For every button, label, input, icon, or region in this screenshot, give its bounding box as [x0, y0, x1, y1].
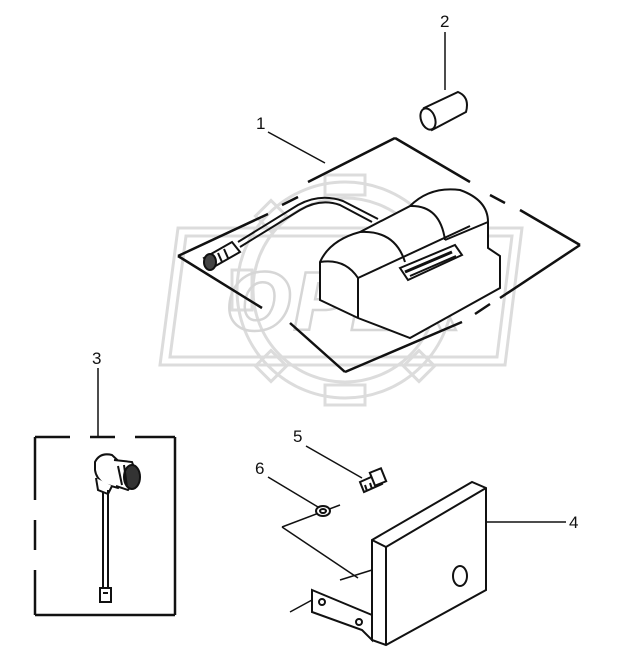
callout-5: 5 — [293, 427, 302, 446]
callout-6: 6 — [255, 459, 264, 478]
part-3-sensor — [33, 435, 177, 617]
leader-1 — [267, 131, 326, 164]
part-1-body — [319, 188, 501, 340]
callout-1: 1 — [256, 114, 265, 133]
part-4-hole — [452, 565, 468, 587]
part-1-outline — [177, 136, 581, 374]
part-1-assembly — [177, 136, 581, 374]
callout-4: 4 — [569, 513, 578, 532]
callout-2: 2 — [440, 12, 449, 31]
part-6-washer — [315, 505, 331, 517]
leader-lines — [97, 32, 566, 523]
part-1-cable — [239, 201, 373, 248]
leader-6 — [267, 476, 319, 508]
part-4-bracket — [281, 480, 487, 647]
part-3-box — [33, 435, 177, 617]
part-3-plug — [99, 587, 112, 603]
part-5-bolt — [358, 466, 388, 494]
callout-3: 3 — [92, 349, 101, 368]
part-2-pin — [419, 90, 468, 132]
part-3-elbow — [94, 453, 141, 496]
part-1-connector — [202, 240, 242, 271]
leader-5 — [305, 445, 363, 479]
